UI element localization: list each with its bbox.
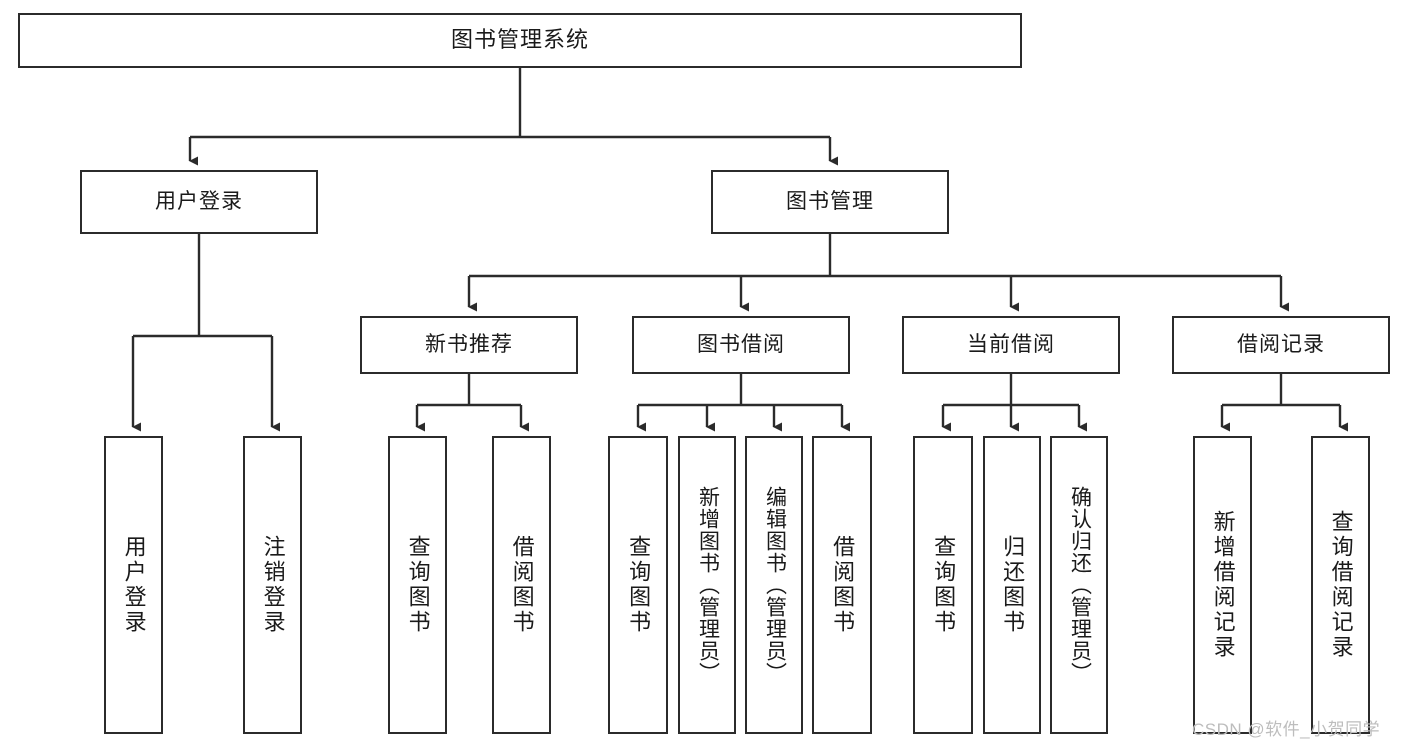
node-leaf-confirm-return-admin[interactable]: 确认归还（管理员） xyxy=(1050,436,1108,734)
node-leaf-query-borrow-record[interactable]: 查询借阅记录 xyxy=(1311,436,1370,734)
csdn-watermark: CSDN @软件_小贺同学 xyxy=(1192,720,1381,739)
node-leaf-add-book-admin[interactable]: 新增图书（管理员） xyxy=(678,436,736,734)
node-root-system[interactable]: 图书管理系统 xyxy=(18,13,1022,68)
node-leaf-query-book-current[interactable]: 查询图书 xyxy=(913,436,973,734)
node-borrow-record[interactable]: 借阅记录 xyxy=(1172,316,1390,374)
node-leaf-user-login[interactable]: 用户登录 xyxy=(104,436,163,734)
node-book-borrow[interactable]: 图书借阅 xyxy=(632,316,850,374)
node-user-login[interactable]: 用户登录 xyxy=(80,170,318,234)
node-leaf-borrow-book[interactable]: 借阅图书 xyxy=(812,436,872,734)
node-leaf-add-borrow-record[interactable]: 新增借阅记录 xyxy=(1193,436,1252,734)
node-leaf-logout-login[interactable]: 注销登录 xyxy=(243,436,302,734)
node-leaf-borrow-book-recommend[interactable]: 借阅图书 xyxy=(492,436,551,734)
node-leaf-edit-book-admin[interactable]: 编辑图书（管理员） xyxy=(745,436,803,734)
node-new-book-recommend[interactable]: 新书推荐 xyxy=(360,316,578,374)
node-leaf-return-book[interactable]: 归还图书 xyxy=(983,436,1041,734)
node-leaf-query-book-borrow[interactable]: 查询图书 xyxy=(608,436,668,734)
node-book-management[interactable]: 图书管理 xyxy=(711,170,949,234)
node-current-borrow[interactable]: 当前借阅 xyxy=(902,316,1120,374)
node-leaf-query-book-recommend[interactable]: 查询图书 xyxy=(388,436,447,734)
